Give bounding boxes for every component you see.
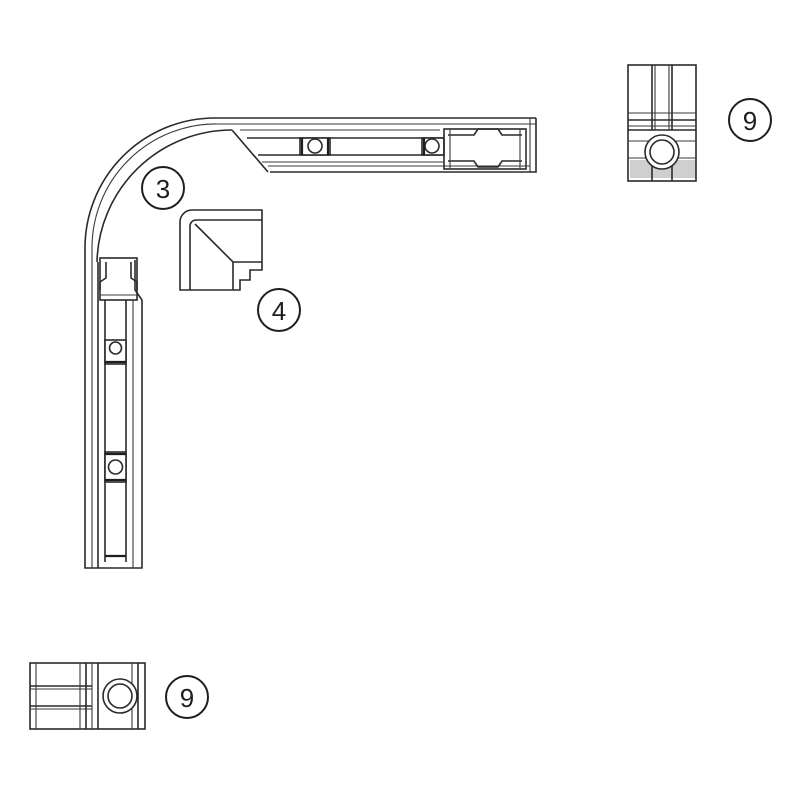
svg-text:9: 9 <box>743 106 757 136</box>
curved-corner-rail <box>84 117 537 569</box>
svg-text:4: 4 <box>272 296 286 326</box>
svg-text:3: 3 <box>156 174 170 204</box>
corner-cover-piece <box>179 209 263 291</box>
callout-3: 3 <box>141 166 185 210</box>
roller-icon <box>104 339 127 365</box>
roller-icon <box>299 137 331 156</box>
connector-block-vertical <box>627 64 697 182</box>
roller-icon <box>421 137 445 156</box>
rail-end-connector <box>443 128 527 170</box>
rail-end-connector <box>99 257 138 301</box>
callout-9-bottom: 9 <box>165 675 209 719</box>
connector-block-horizontal <box>29 662 146 730</box>
callout-9-top: 9 <box>728 98 772 142</box>
roller-icon <box>104 451 127 483</box>
callout-4: 4 <box>257 288 301 332</box>
svg-text:9: 9 <box>180 683 194 713</box>
